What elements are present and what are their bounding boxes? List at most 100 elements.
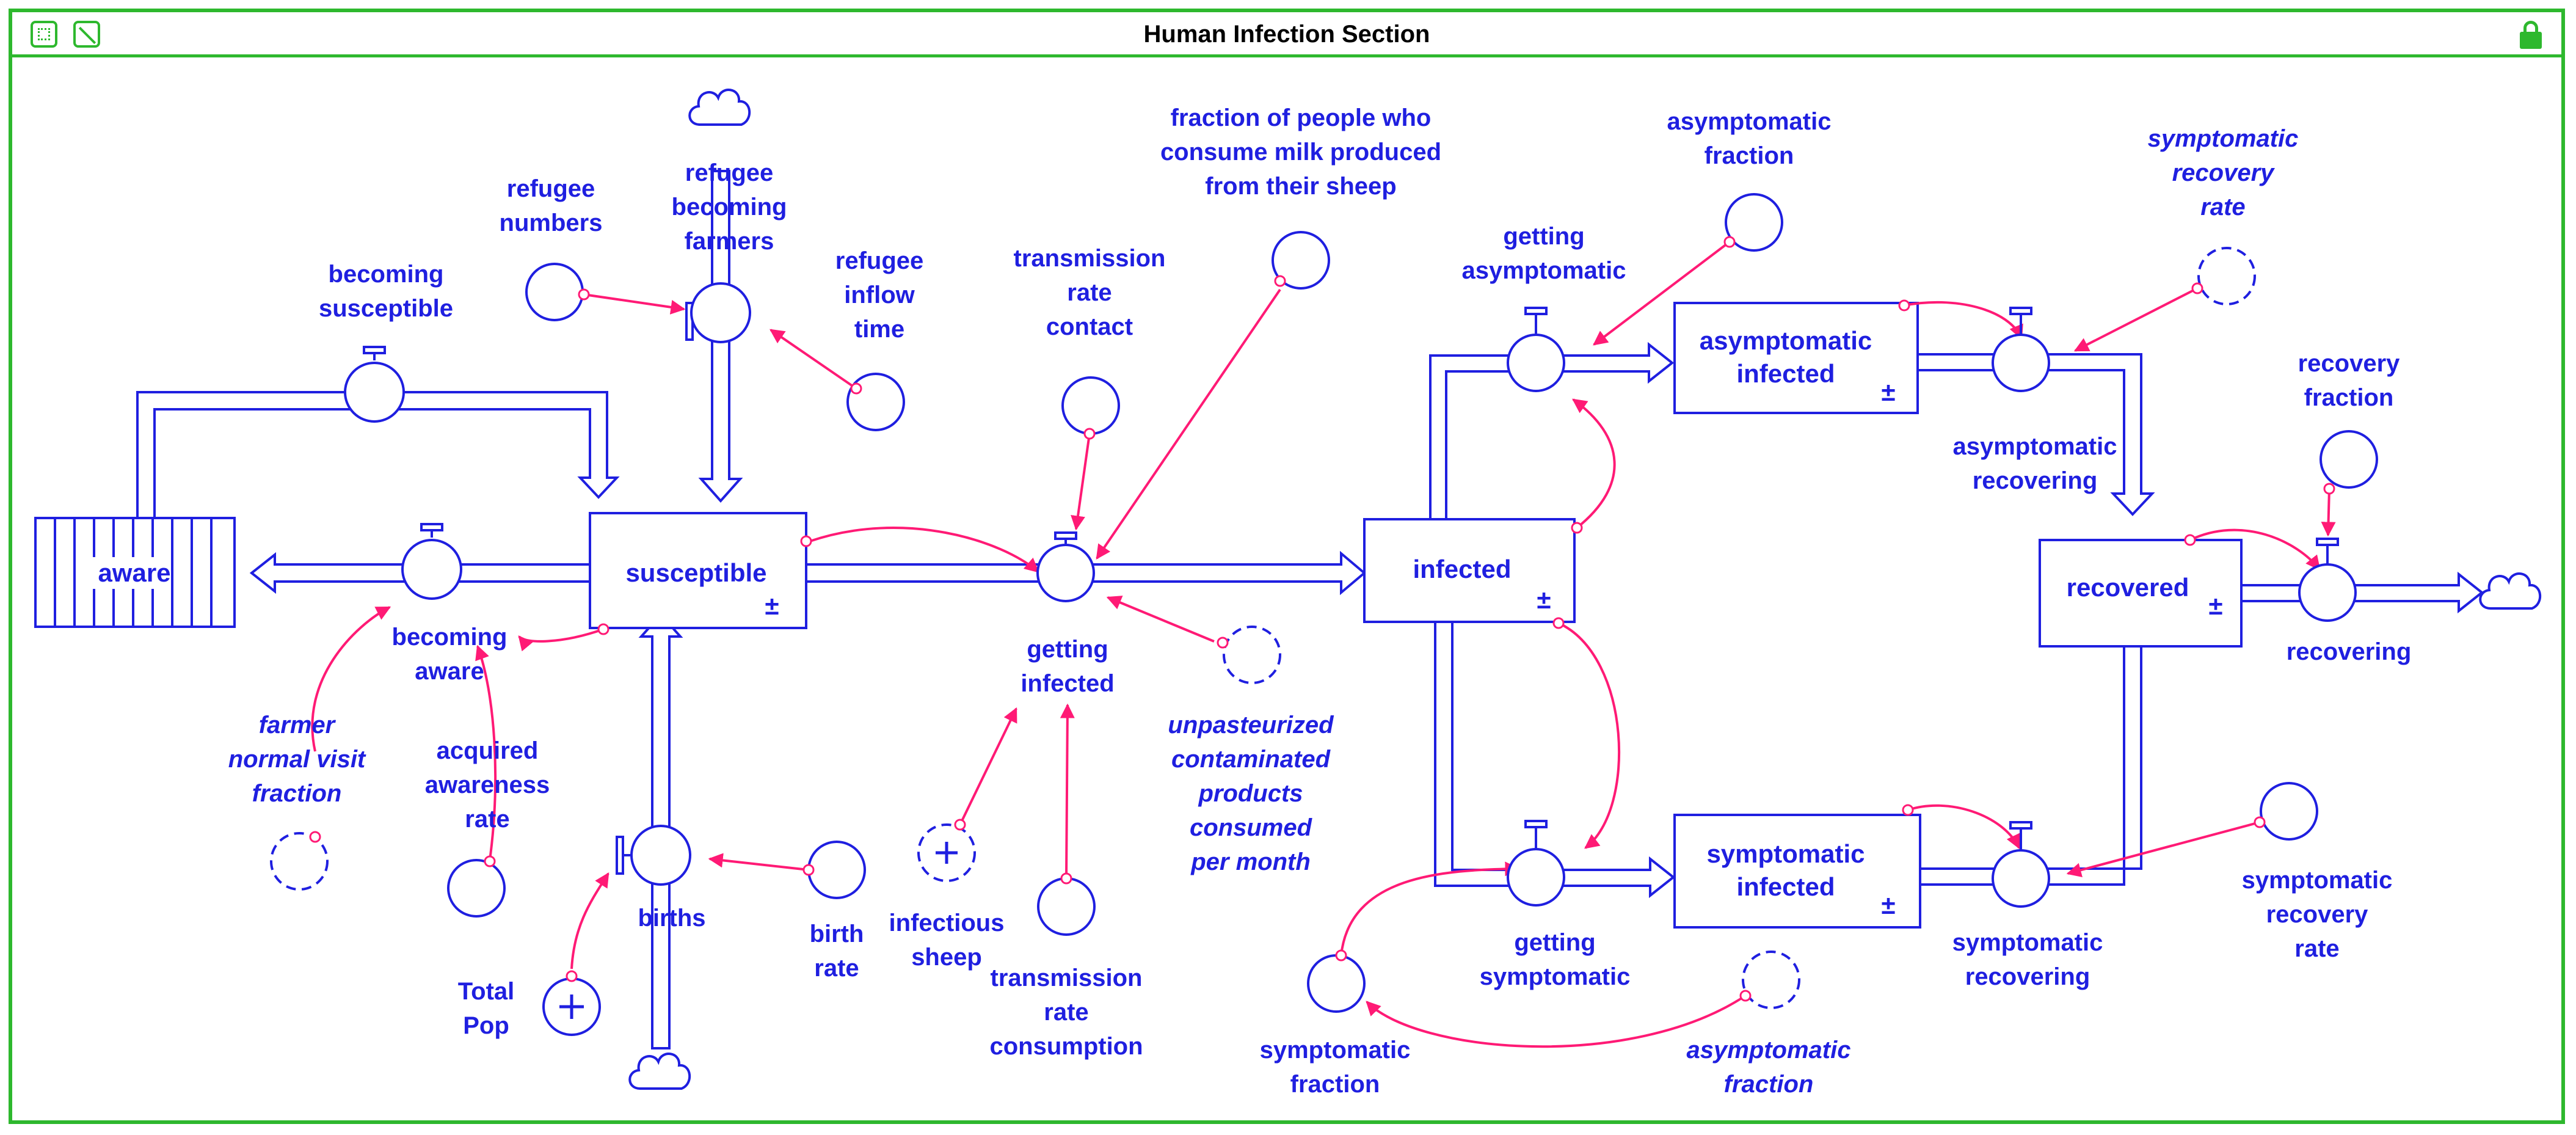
link-farmer-visit (311, 606, 391, 752)
valve-getting-infected[interactable] (1036, 531, 1095, 602)
cloud-icon (628, 1053, 691, 1090)
stock-label-symptomatic-infected: symptomatic (1706, 839, 1865, 868)
window-title: Human Infection Section (1143, 21, 1430, 48)
var-unpasteurized[interactable] (1223, 626, 1281, 684)
link-refugee-numbers (583, 293, 686, 315)
stock-symptomatic-infected[interactable] (1673, 814, 1921, 929)
var-refugee-numbers[interactable] (525, 263, 584, 321)
link-total-pop (570, 872, 609, 969)
pipe-symptomatic-recovering (1919, 619, 2155, 886)
valve-becoming-aware[interactable] (401, 523, 462, 600)
var-farmer-visit-fraction[interactable] (270, 832, 329, 891)
model-canvas: aware susceptible ± infected ± asymptoma… (34, 89, 2542, 1098)
link-symp-fraction (1340, 861, 1520, 956)
stocks (34, 302, 2243, 929)
draw-tool-icon[interactable] (73, 21, 100, 48)
cloud-icon (2479, 572, 2542, 610)
link-susceptible-infected (809, 527, 1039, 573)
plus-icons (559, 842, 958, 1019)
link-infectious-sheep (959, 707, 1017, 825)
select-tool-icon[interactable] (31, 21, 57, 48)
flow-label-births: births (638, 905, 705, 932)
var-asymp-fraction-ghost[interactable] (1742, 951, 1800, 1009)
var-birth-rate[interactable] (807, 841, 866, 899)
var-trans-rate-contact[interactable] (1061, 376, 1120, 435)
link-trans-consumption (1060, 703, 1075, 879)
valve-symptomatic-recovering[interactable] (1992, 821, 2050, 908)
link-fraction-milk (1096, 288, 1281, 560)
lock-icon[interactable] (2519, 21, 2543, 49)
valve-becoming-susceptible[interactable] (344, 346, 405, 423)
var-acquired-awareness-rate[interactable] (447, 859, 506, 918)
title-bar: Human Infection Section (12, 12, 2561, 57)
link-unpasteurized (1106, 596, 1215, 643)
link-infected-symp (1558, 622, 1621, 849)
var-trans-rate-consumption[interactable] (1037, 877, 1096, 936)
stock-label-asymptomatic-infected-2: infected (1736, 359, 1835, 388)
valve-refugee-farmers[interactable] (685, 282, 751, 343)
plusminus-icon: ± (1881, 891, 1895, 919)
link-infected-asymp (1572, 398, 1616, 529)
stock-label-infected: infected (1413, 555, 1511, 583)
link-birth-rate (708, 853, 809, 871)
plusminus-icon: ± (2208, 591, 2222, 620)
link-asymp-fraction (1593, 241, 1731, 346)
stock-asymptomatic-infected[interactable] (1673, 302, 1919, 414)
link-recovery-fraction (2321, 488, 2336, 537)
stock-susceptible[interactable] (589, 512, 807, 629)
stock-label-aware: aware (98, 558, 170, 587)
link-symptinf-recovering (1907, 804, 2020, 850)
stock-infected[interactable] (1363, 518, 1576, 623)
var-asymptomatic-fraction[interactable] (1725, 193, 1783, 252)
var-refugee-inflow-time[interactable] (846, 373, 905, 431)
var-symp-recovery-rate[interactable] (2260, 782, 2318, 841)
clouds (628, 89, 2542, 1090)
valve-asymptomatic-recovering[interactable] (1992, 307, 2050, 392)
variable-origins (309, 236, 2335, 1002)
plusminus-icon: ± (1537, 585, 1551, 614)
valve-births[interactable] (616, 825, 691, 886)
valve-getting-asymptomatic[interactable] (1507, 307, 1565, 392)
var-recovery-fraction[interactable] (2319, 430, 2378, 489)
pipe-recovering (2240, 571, 2484, 614)
link-susceptible-aware (518, 628, 604, 652)
var-symp-recovery-rate-ghost[interactable] (2197, 247, 2256, 305)
stock-label-asymptomatic-infected: asymptomatic (1700, 326, 1872, 355)
link-trans-contact (1071, 433, 1091, 531)
valve-recovering[interactable] (2298, 538, 2357, 622)
link-symp-recovery-rate (2066, 821, 2260, 878)
pipe-becoming-susceptible (136, 391, 620, 527)
stock-label-recovered: recovered (2067, 573, 2189, 602)
connectors (311, 241, 2336, 1048)
valve-getting-symptomatic[interactable] (1507, 820, 1565, 907)
plusminus-icon: ± (1881, 378, 1895, 406)
var-fraction-milk[interactable] (1272, 231, 1330, 290)
stock-recovered[interactable] (2039, 539, 2243, 648)
link-asympinf-recovering (1904, 301, 2023, 340)
stock-label-symptomatic-infected-2: infected (1736, 872, 1835, 901)
var-symptomatic-fraction[interactable] (1307, 954, 1366, 1013)
link-symp-recovery-rate-ghost (2073, 287, 2198, 352)
stock-labels: aware susceptible ± infected ± asymptoma… (82, 326, 2223, 919)
